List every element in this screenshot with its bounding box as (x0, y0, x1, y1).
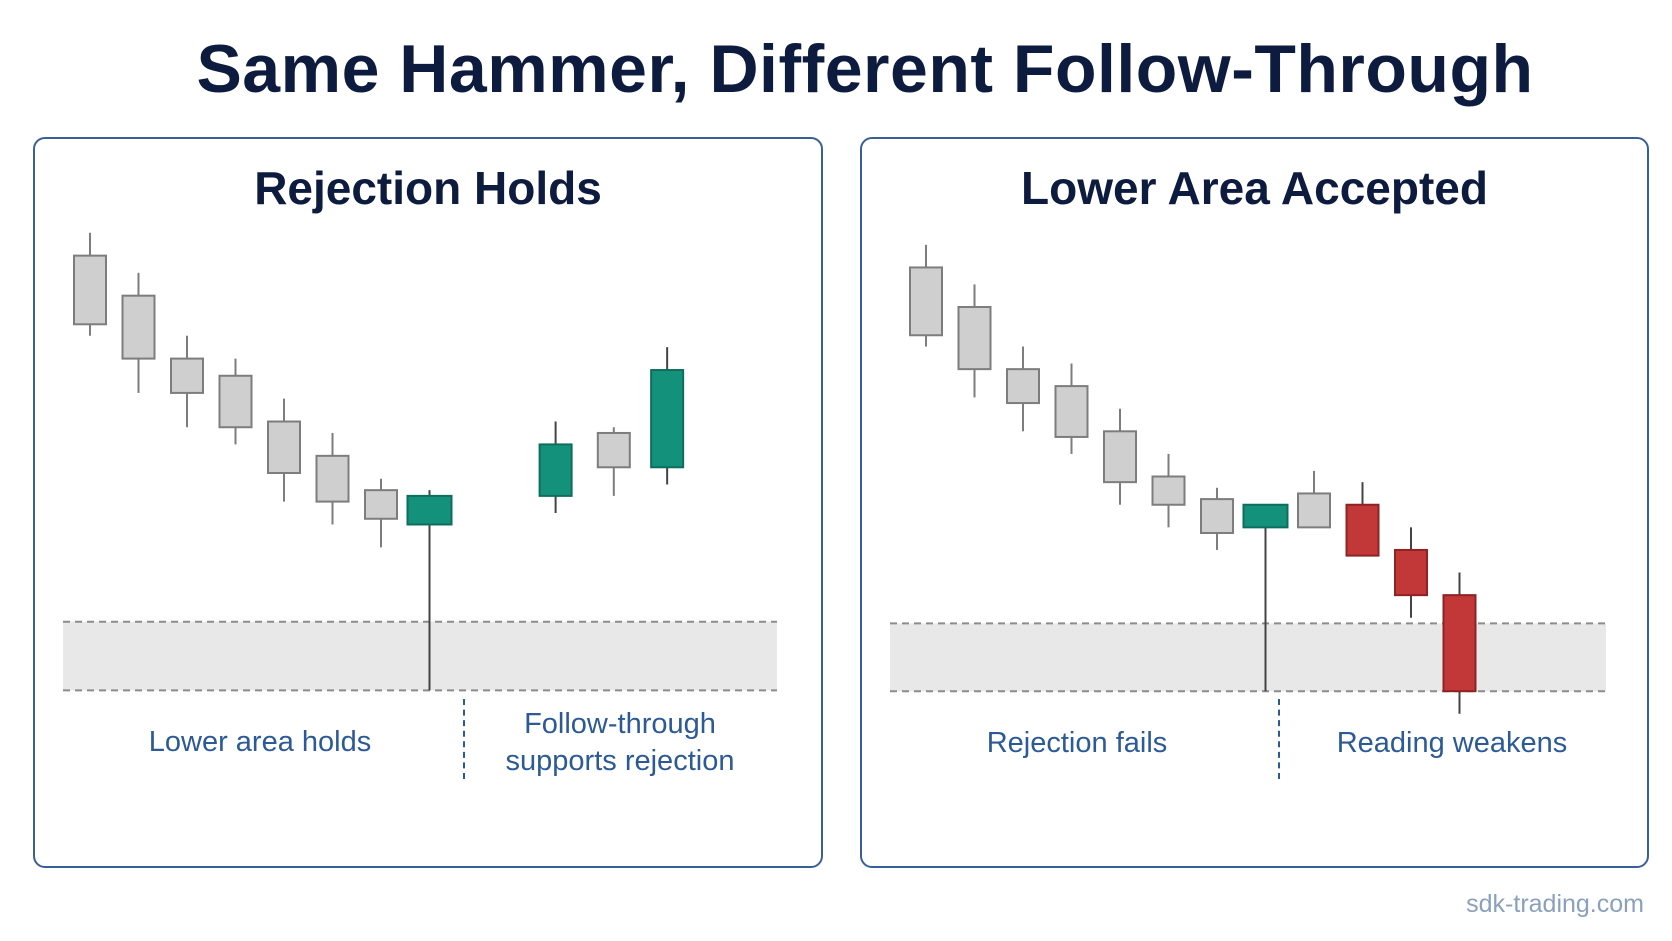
footer-watermark: sdk-trading.com (1466, 890, 1644, 918)
candle-body-5 (267, 420, 301, 474)
candle-body-11 (650, 369, 685, 469)
caption-follow-through: Follow-through supports rejection (505, 708, 735, 777)
candle-body-6 (315, 454, 350, 503)
caption-reading-weakens: Reading weakens (1336, 727, 1568, 759)
candle-body-3 (170, 357, 204, 394)
chart-rejection-holds (63, 232, 777, 692)
candle-body-1 (909, 266, 943, 337)
caption-lower-area-holds: Lower area holds (148, 726, 372, 758)
candle-body-6 (1151, 475, 1186, 506)
candle-body-11 (1394, 548, 1428, 597)
candle-body-8 (406, 494, 453, 526)
panel-title: Rejection Holds (254, 162, 602, 214)
candle-body-3 (1006, 368, 1040, 405)
candle-body-10 (1345, 503, 1380, 557)
panel-lower-area-accepted: Lower Area Accepted Rejection fails Read… (860, 137, 1649, 868)
candle-body-10 (596, 431, 631, 469)
candle-body-9 (1297, 492, 1331, 529)
candle-body-5 (1103, 430, 1137, 484)
candle-body-8 (1242, 503, 1289, 529)
candle-body-2 (121, 294, 156, 360)
support-zone (890, 623, 1606, 692)
candle-body-4 (1054, 385, 1089, 438)
candle-body-2 (957, 306, 992, 371)
page-title: Same Hammer, Different Follow-Through (196, 31, 1534, 107)
candle-body-12 (1442, 594, 1477, 693)
candle-body-7 (364, 489, 398, 520)
candle-body-9 (538, 443, 573, 497)
candle-body-4 (218, 374, 253, 429)
caption-divider (1278, 699, 1280, 779)
panel-title: Lower Area Accepted (1021, 162, 1488, 214)
panel-rejection-holds: Rejection Holds Lower area holds Follow-… (33, 137, 823, 868)
candle-body-7 (1200, 498, 1234, 535)
candle-body-1 (73, 254, 107, 326)
caption-divider (463, 699, 465, 779)
caption-rejection-fails: Rejection fails (986, 727, 1168, 759)
support-zone (63, 621, 777, 691)
chart-lower-area-accepted (890, 244, 1606, 714)
